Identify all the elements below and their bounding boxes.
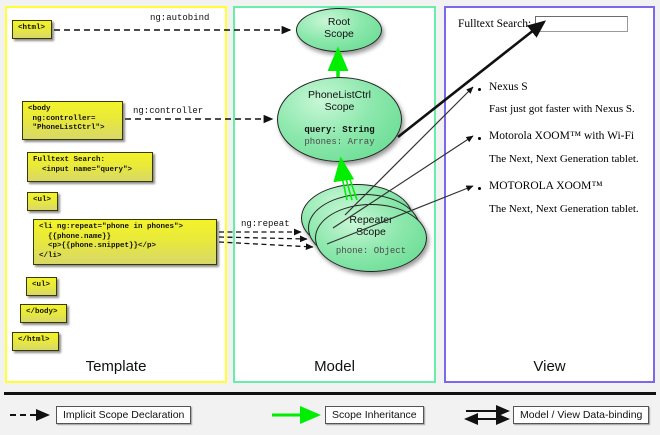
legend-arrow-databind xyxy=(464,405,510,425)
view-item-name-0: Nexus S xyxy=(489,81,528,93)
view-bullet-1 xyxy=(478,137,481,140)
code-box-body-open: <body ng:controller= "PhoneListCtrl"> xyxy=(22,101,123,140)
code-box-html-open: <html> xyxy=(12,20,52,39)
scope-root: Root Scope xyxy=(296,8,382,52)
edge-label-ng-autobind: ng:autobind xyxy=(150,13,210,23)
scope-phonelistctrl-name-line1: PhoneListCtrl xyxy=(307,89,372,101)
panel-view: View xyxy=(444,6,655,383)
scope-repeater-name-line2: Scope xyxy=(356,226,386,238)
view-item-name-2: MOTOROLA XOOM™ xyxy=(489,180,603,192)
view-item-snippet-0: Fast just got faster with Nexus S. xyxy=(489,103,635,115)
view-bullet-0 xyxy=(478,88,481,91)
code-box-html-close: </html> xyxy=(12,332,59,351)
scope-phonelistctrl: PhoneListCtrl Scope query: String phones… xyxy=(277,77,402,162)
scope-root-name-line2: Scope xyxy=(324,28,354,40)
legend-divider xyxy=(4,392,656,395)
panel-view-title: View xyxy=(533,358,566,375)
edge-label-ng-controller: ng:controller xyxy=(133,106,204,116)
scope-repeater-prop-phone: phone: Object xyxy=(335,246,407,256)
code-box-ul-close: <ul> xyxy=(26,277,57,296)
legend-item-model-view-data-binding: Model / View Data-binding xyxy=(513,406,650,424)
code-box-ul-open: <ul> xyxy=(27,192,58,211)
code-box-fulltext-search: Fulltext Search: <input name="query"> xyxy=(27,152,153,182)
scope-phonelistctrl-name-line2: Scope xyxy=(324,101,355,113)
scope-repeater-name-line1: Repeater xyxy=(349,214,393,226)
view-search-label: Fulltext Search: xyxy=(458,18,532,30)
scope-phonelistctrl-prop-query: query: String xyxy=(304,125,375,135)
view-bullet-2 xyxy=(478,187,481,190)
code-box-li-repeat: <li ng:repeat="phone in phones"> {{phone… xyxy=(33,219,217,265)
code-box-body-close: </body> xyxy=(20,304,67,323)
view-item-snippet-1: The Next, Next Generation tablet. xyxy=(489,153,639,165)
edge-label-ng-repeat: ng:repeat xyxy=(241,219,290,229)
legend-item-scope-inheritance: Scope Inheritance xyxy=(325,406,424,424)
scope-repeater: Repeater Scope phone: Object xyxy=(315,204,427,272)
panel-model-title: Model xyxy=(314,358,355,375)
panel-template-title: Template xyxy=(85,358,147,375)
view-item-snippet-2: The Next, Next Generation tablet. xyxy=(489,203,639,215)
scope-root-name-line1: Root xyxy=(327,16,351,28)
view-item-name-1: Motorola XOOM™ with Wi-Fi xyxy=(489,130,635,142)
legend-item-implicit-scope-declaration: Implicit Scope Declaration xyxy=(56,406,192,424)
scope-phonelistctrl-prop-phones: phones: Array xyxy=(304,136,375,147)
view-search-input[interactable] xyxy=(535,16,628,32)
